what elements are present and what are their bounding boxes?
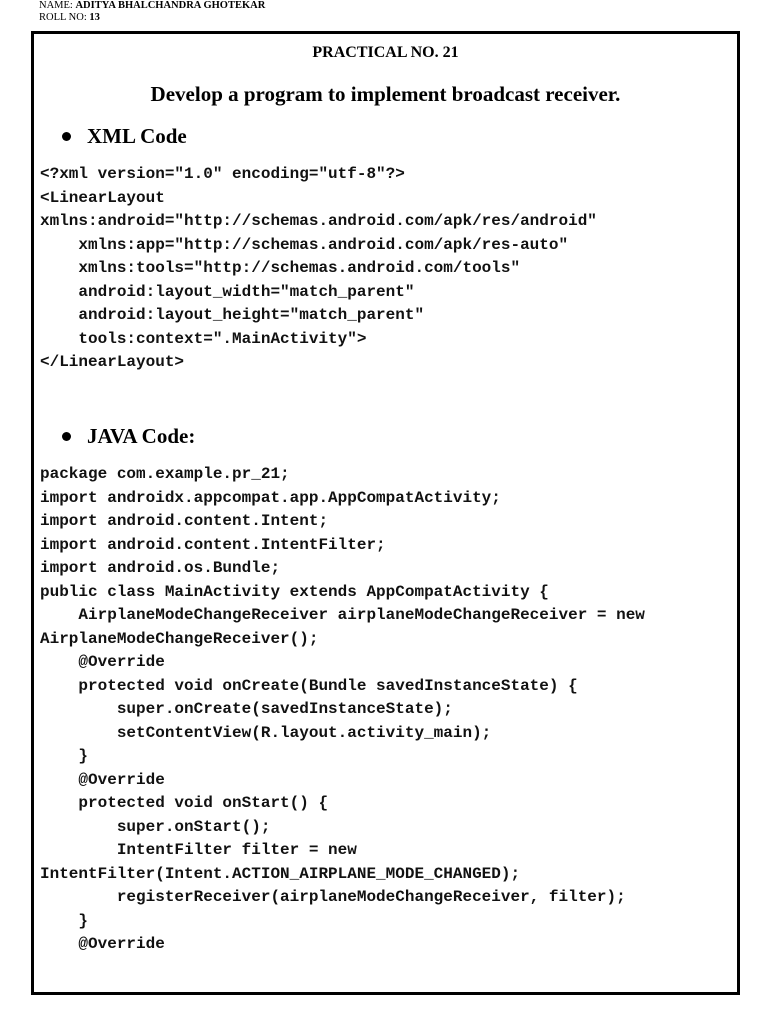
name-line: NAME: ADITYA BHALCHANDRA GHOTEKAR [39, 0, 265, 12]
roll-line: ROLL NO: 13 [39, 12, 265, 24]
practical-number: PRACTICAL NO. 21 [312, 44, 459, 61]
page-frame: PRACTICAL NO. 21 Develop a program to im… [31, 31, 740, 995]
xml-heading: XML Code [62, 124, 187, 149]
java-heading-text: JAVA Code: [87, 424, 196, 448]
name-label: NAME: [39, 0, 76, 11]
bullet-icon [62, 432, 71, 441]
xml-code-block: <?xml version="1.0" encoding="utf-8"?> <… [40, 165, 597, 371]
student-header: NAME: ADITYA BHALCHANDRA GHOTEKAR ROLL N… [39, 0, 265, 24]
bullet-icon [62, 132, 71, 141]
xml-heading-text: XML Code [87, 124, 187, 148]
roll-label: ROLL NO: [39, 12, 90, 23]
roll-number: 13 [89, 12, 100, 23]
page-title: Develop a program to implement broadcast… [150, 82, 621, 106]
java-code-block: package com.example.pr_21; import androi… [40, 465, 645, 953]
student-name: ADITYA BHALCHANDRA GHOTEKAR [75, 0, 266, 11]
java-heading: JAVA Code: [62, 424, 195, 449]
